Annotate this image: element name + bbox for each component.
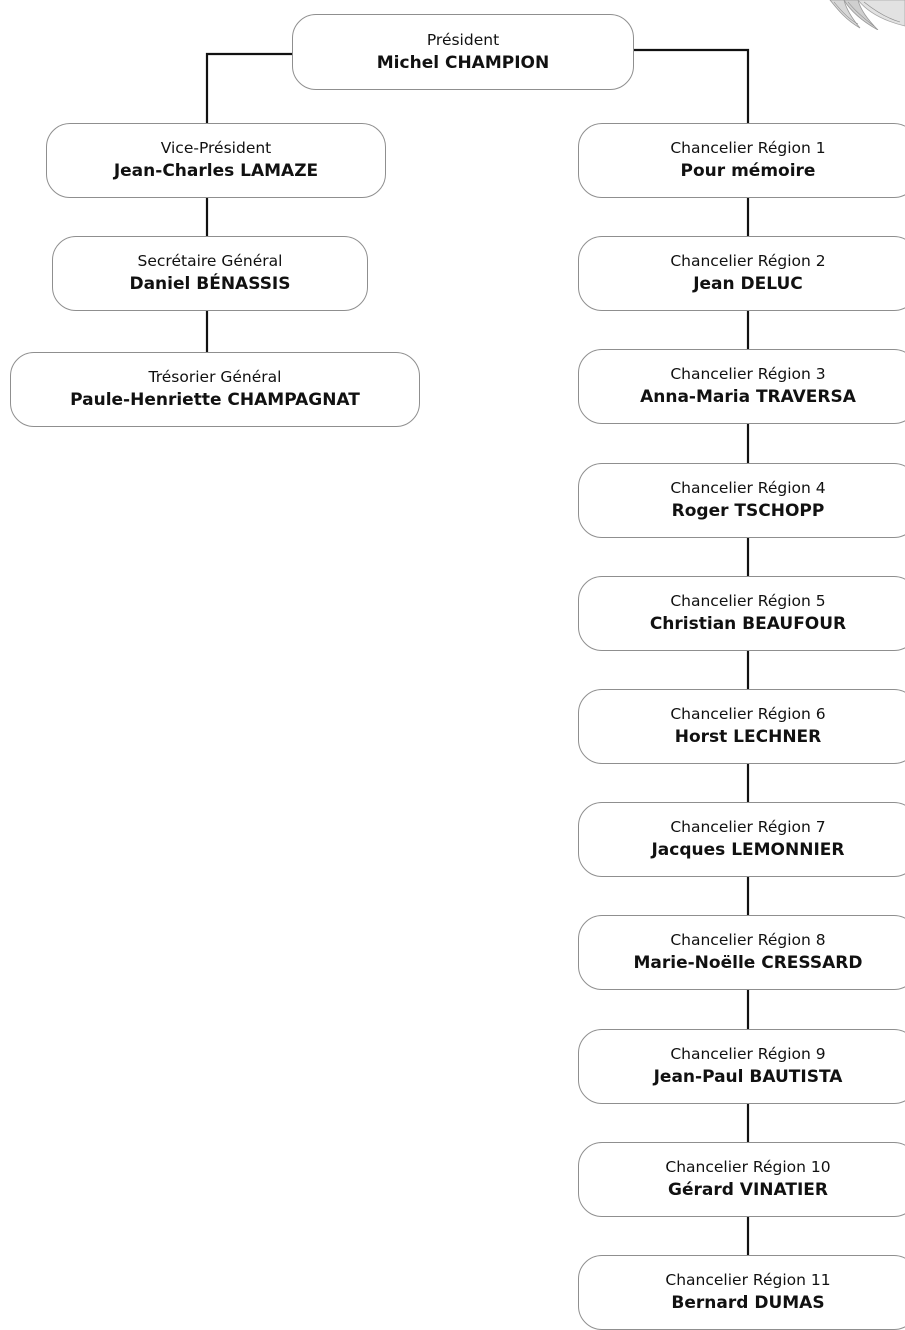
role-label: Chancelier Région 1	[670, 139, 826, 157]
person-name: Daniel BÉNASSIS	[129, 274, 291, 294]
person-name: Roger TSCHOPP	[671, 501, 825, 521]
person-name: Jean DELUC	[693, 274, 803, 294]
secretary-general-node: Secrétaire Général Daniel BÉNASSIS	[52, 236, 368, 311]
person-name: Bernard DUMAS	[671, 1293, 825, 1313]
person-name: Marie-Noëlle CRESSARD	[633, 953, 863, 973]
person-name: Anna-Maria TRAVERSA	[640, 387, 856, 407]
president-node: Président Michel CHAMPION	[292, 14, 634, 90]
region-5-node: Chancelier Région 5 Christian BEAUFOUR	[578, 576, 905, 651]
role-label: Chancelier Région 8	[670, 931, 826, 949]
region-7-node: Chancelier Région 7 Jacques LEMONNIER	[578, 802, 905, 877]
logo-emblem	[820, 0, 905, 30]
region-3-node: Chancelier Région 3 Anna-Maria TRAVERSA	[578, 349, 905, 424]
treasurer-general-node: Trésorier Général Paule-Henriette CHAMPA…	[10, 352, 420, 427]
region-8-node: Chancelier Région 8 Marie-Noëlle CRESSARD	[578, 915, 905, 990]
region-1-node: Chancelier Région 1 Pour mémoire	[578, 123, 905, 198]
role-label: Chancelier Région 2	[670, 252, 826, 270]
region-9-node: Chancelier Région 9 Jean-Paul BAUTISTA	[578, 1029, 905, 1104]
vice-president-node: Vice-Président Jean-Charles LAMAZE	[46, 123, 386, 198]
person-name: Jacques LEMONNIER	[651, 840, 845, 860]
person-name: Gérard VINATIER	[668, 1180, 828, 1200]
role-label: Chancelier Région 3	[670, 365, 826, 383]
role-label: Chancelier Région 11	[665, 1271, 831, 1289]
person-name: Jean-Charles LAMAZE	[113, 161, 319, 181]
region-6-node: Chancelier Région 6 Horst LECHNER	[578, 689, 905, 764]
region-2-node: Chancelier Région 2 Jean DELUC	[578, 236, 905, 311]
role-label: Chancelier Région 7	[670, 818, 826, 836]
person-name: Horst LECHNER	[674, 727, 822, 747]
role-label: Président	[426, 30, 500, 49]
person-name: Jean-Paul BAUTISTA	[653, 1067, 843, 1087]
person-name: Paule-Henriette CHAMPAGNAT	[70, 390, 360, 410]
role-label: Chancelier Région 5	[670, 592, 826, 610]
person-name: Christian BEAUFOUR	[649, 614, 847, 634]
role-label: Secrétaire Général	[137, 252, 283, 270]
person-name: Michel CHAMPION	[376, 52, 550, 73]
person-name: Pour mémoire	[680, 161, 816, 181]
region-10-node: Chancelier Région 10 Gérard VINATIER	[578, 1142, 905, 1217]
role-label: Chancelier Région 6	[670, 705, 826, 723]
role-label: Vice-Président	[160, 139, 272, 157]
region-4-node: Chancelier Région 4 Roger TSCHOPP	[578, 463, 905, 538]
role-label: Chancelier Région 4	[670, 479, 826, 497]
role-label: Trésorier Général	[148, 368, 282, 386]
role-label: Chancelier Région 9	[670, 1045, 826, 1063]
role-label: Chancelier Région 10	[665, 1158, 831, 1176]
region-11-node: Chancelier Région 11 Bernard DUMAS	[578, 1255, 905, 1330]
